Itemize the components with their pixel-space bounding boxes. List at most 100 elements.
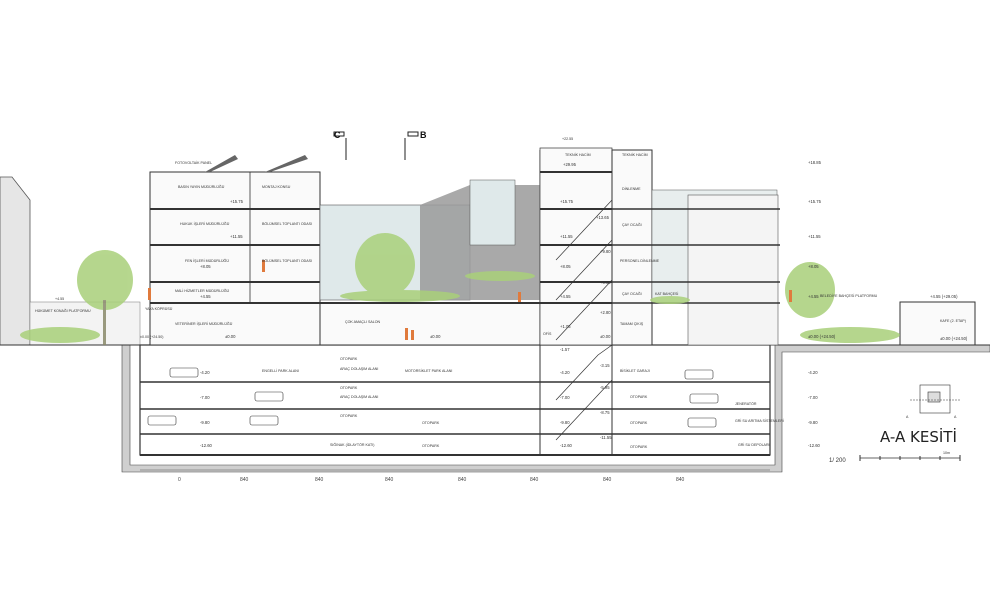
level-bl3: -9.80	[200, 420, 210, 425]
room-bolum2: BÖLÜMSEL TOPLANTI ODASI	[262, 259, 312, 263]
ground-level-left: ±0.00 (+24.50)	[140, 335, 163, 339]
room-fen: FEN İŞLERİ MÜDÜRLÜĞÜ	[185, 258, 229, 263]
top-level: +22.55	[562, 137, 573, 141]
dim-5: 840	[530, 477, 539, 483]
room-engelli: ENGELLİ PARK ALANI	[262, 368, 299, 373]
room-konferans: MONTAJ KONSU	[262, 185, 291, 189]
level-l2: +11.55	[230, 234, 243, 239]
dim-1: 840	[240, 477, 249, 483]
scale-bar	[859, 455, 961, 461]
level-b8: -11.55	[600, 435, 612, 440]
room-veteriner: VETERİNER İŞLERİ MÜDÜRLÜĞÜ	[175, 321, 233, 326]
dim-7: 840	[676, 477, 685, 483]
room-arac1: ARAÇ DOLAŞIM ALANI	[340, 367, 378, 371]
human-figures	[148, 260, 792, 340]
level-rb4: -12.60	[808, 443, 821, 448]
level-rb1: -4.20	[808, 370, 818, 375]
level-s1: +15.75	[560, 199, 574, 204]
level-stair-top: +13.65	[596, 215, 610, 220]
level-b7: -9.80	[560, 420, 570, 425]
room-bisiklet: BİSİKLET GARAJI	[620, 368, 650, 373]
room-teknik1: TEKNİK HACİM	[565, 152, 591, 157]
level-b3: -3.15	[600, 363, 610, 368]
level-r-top: +18.85	[808, 160, 822, 165]
section-mark-b: B	[420, 130, 427, 140]
room-cok-amacli: ÇOK AMAÇLI SALON	[345, 320, 381, 324]
room-personel: PERSONEL DİNLENME	[620, 258, 660, 263]
level-t1: +29.95	[563, 162, 577, 167]
office-block-right	[611, 149, 976, 346]
level-r4: +4.55	[808, 294, 819, 299]
level-l4: +4.55	[200, 294, 211, 299]
level-bl2: -7.00	[200, 395, 210, 400]
room-otopark-e: OTOPARK	[630, 395, 648, 399]
level-s2: +11.55	[560, 234, 573, 239]
room-otopark-f: OTOPARK	[630, 421, 648, 425]
platform-level: +4.55	[55, 297, 64, 301]
level-b6: -8.75	[600, 410, 610, 415]
level-r2: +11.55	[808, 234, 821, 239]
room-otopark-d: OTOPARK	[422, 444, 440, 448]
level-far1: +4.55 (+29.05)	[930, 294, 958, 299]
level-s8: +1.05	[560, 324, 571, 329]
room-teknik2: TEKNİK HACİM	[622, 152, 648, 157]
room-otopark-c: OTOPARK	[340, 414, 358, 418]
room-mali: MALİ HİZMETLER MÜDÜRLÜĞÜ	[175, 288, 230, 293]
level-s9: ±0.00	[600, 334, 611, 339]
level-s6: +4.55	[560, 294, 571, 299]
level-kafe: ±0.00 (+24.50)	[940, 336, 968, 341]
dim-6: 840	[603, 477, 612, 483]
level-s3: +9.80	[600, 249, 611, 254]
level-rb2: -7.00	[808, 395, 818, 400]
room-basin: BASIN YAYIN MÜDÜRLÜĞÜ	[178, 184, 225, 189]
room-bolum1: BÖLÜMSEL TOPLANTI ODASI	[262, 222, 312, 226]
level-s4: +8.05	[560, 264, 571, 269]
section-markers	[333, 131, 419, 160]
room-yangin: GRİ SU ARITMA SİSTEMLERİ	[735, 418, 784, 423]
section-mark-c: C	[334, 130, 341, 140]
room-otopark-h: OTOPARK	[422, 421, 440, 425]
dim-3: 840	[385, 477, 394, 483]
stair-core	[539, 147, 613, 441]
level-l5: ±0.00	[225, 334, 236, 339]
room-ofis: OFİS	[543, 331, 552, 336]
platform-label: HÜKÜMET KONAĞI PLATFORMU	[35, 308, 91, 313]
dim-2: 840	[315, 477, 324, 483]
level-b4: -5.95	[600, 385, 610, 390]
level-b9: -12.60	[560, 443, 573, 448]
room-otopark-a: OTOPARK	[340, 357, 358, 361]
dim-0: 0	[178, 477, 181, 483]
level-r3: +8.05	[808, 264, 819, 269]
room-tamam: TAMAM ÇIKIŞ	[620, 322, 644, 326]
room-fotovoltaik: FOTOVOLTAİK PANEL	[175, 160, 212, 165]
level-l3: +8.05	[200, 264, 211, 269]
level-b5: -7.00	[560, 395, 570, 400]
room-cay1: ÇAY OCAĞI	[622, 222, 642, 227]
scale-bar-label: 10m	[943, 451, 950, 455]
dim-4: 840	[458, 477, 467, 483]
level-l1: +15.75	[230, 199, 244, 204]
room-dinlenme: DİNLENME	[622, 186, 641, 191]
key-mark-a-right: A	[954, 415, 957, 419]
room-otopark-g: OTOPARK	[630, 445, 648, 449]
room-kafe: KAFE (2. ETAP)	[940, 319, 966, 323]
room-depo: GRİ SU DEPOLARI	[738, 442, 770, 447]
room-arac2: ARAÇ DOLAŞIM ALANI	[340, 395, 378, 399]
room-hukuk: HUKUK İŞLERİ MÜDÜRLÜĞÜ	[180, 221, 230, 226]
room-jenerator: JENERATÖR	[735, 402, 757, 406]
key-mark-a-left: A	[906, 415, 909, 419]
level-bl1: -4.20	[200, 370, 210, 375]
drawing-title: A-A KESİTİ	[880, 427, 957, 446]
room-motosiklet: MOTORSİKLET PARK ALANI	[405, 368, 452, 373]
walkway-label: YAYA KÖPRÜSÜ	[145, 307, 173, 311]
level-b1: -1.57	[560, 347, 570, 352]
scale-label: 1/ 200	[829, 458, 846, 464]
level-s7: +2.80	[600, 310, 611, 315]
parking-cars	[147, 367, 719, 428]
room-cay2: ÇAY OCAĞI	[622, 291, 642, 296]
level-l6: ±0.00	[430, 334, 441, 339]
room-kat-bahcesi: KAT BAHÇESİ	[655, 291, 678, 296]
level-s5: +6.30	[600, 280, 611, 285]
level-r5: ±0.00 (+24.50)	[808, 334, 836, 339]
